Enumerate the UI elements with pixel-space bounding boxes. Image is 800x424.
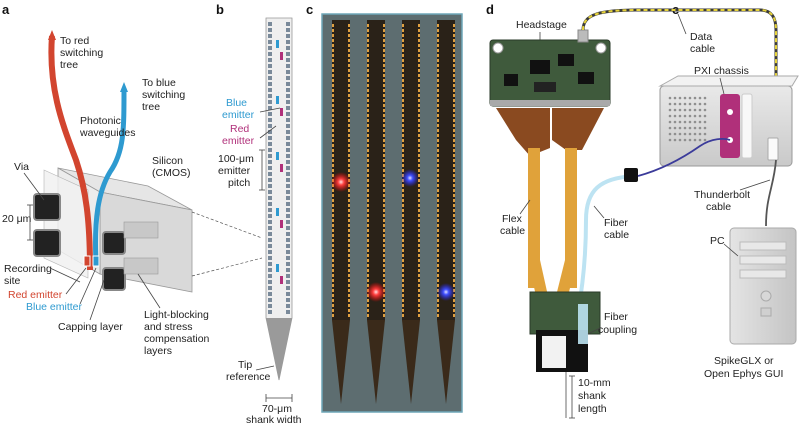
- fiber-to-pxi: [637, 138, 731, 177]
- label-fiber-1: Fiber: [604, 217, 628, 229]
- zoom-lines: [191, 211, 263, 277]
- label-software-1: SpikeGLX or: [714, 355, 774, 367]
- panel-label-b: b: [216, 2, 224, 17]
- label-pc: PC: [710, 235, 725, 247]
- label-to-blue-3: tree: [142, 101, 160, 113]
- label-light-2: and stress: [144, 321, 192, 333]
- label-to-blue-1: To blue: [142, 77, 176, 89]
- label-light-1: Light-blocking: [144, 309, 209, 321]
- red-emitter-mark: [83, 255, 91, 267]
- label-silicon-1: Silicon: [152, 155, 183, 167]
- data-cable-stripe: [582, 9, 777, 88]
- headstage-board: [489, 29, 611, 107]
- panel-label-a: a: [2, 2, 10, 17]
- label-flex-2: cable: [500, 225, 525, 237]
- label-shank-1: 10-mm: [578, 377, 611, 389]
- blue-waveguide: [93, 87, 127, 263]
- label-photonic-2: waveguides: [79, 127, 135, 139]
- label-photonic-1: Photonic: [80, 115, 121, 127]
- thunderbolt-cable: [765, 159, 777, 227]
- label-fiber-2: cable: [604, 229, 629, 241]
- blue-arrowhead: [120, 82, 128, 92]
- label-to-red-3: tree: [60, 59, 78, 71]
- label-silicon-2: (CMOS): [152, 167, 191, 179]
- label-recording-1: Recording: [4, 263, 52, 275]
- flex-cable: [496, 108, 604, 296]
- recording-site-pads: [33, 193, 159, 291]
- label-tip-1: Tip: [238, 359, 252, 371]
- micrograph-panel: [321, 13, 463, 413]
- label-headstage: Headstage: [516, 19, 567, 31]
- label-light-3: compensation: [144, 333, 210, 345]
- label-width-2: shank width: [246, 414, 302, 424]
- label-capping-layer: Capping layer: [58, 321, 123, 333]
- label-to-red-1: To red: [60, 35, 89, 47]
- pxi-chassis: [658, 75, 799, 167]
- label-via: Via: [14, 161, 29, 173]
- label-red-emitter: Red emitter: [8, 289, 63, 301]
- label-data-1: Data: [690, 31, 712, 43]
- label-flex-1: Flex: [502, 213, 523, 225]
- fiber-connector: [624, 168, 638, 182]
- label-blue-emitter: Blue emitter: [26, 301, 83, 313]
- pc-tower: [729, 227, 797, 345]
- label-width-1: 70-μm: [262, 403, 292, 415]
- fiber-cable-path: [576, 174, 635, 313]
- label-thunder-1: Thunderbolt: [694, 189, 750, 201]
- probe-base: [529, 291, 601, 418]
- label-to-red-2: switching: [60, 47, 103, 59]
- label-tip-2: reference: [226, 371, 271, 383]
- label-20um: 20 μm: [2, 213, 32, 225]
- label-data-2: cable: [690, 43, 715, 55]
- label-to-blue-2: switching: [142, 89, 185, 101]
- red-waveguide: [48, 35, 93, 271]
- label-shank-3: length: [578, 403, 607, 415]
- label-b-pitch-1: 100-μm: [218, 153, 254, 165]
- label-pxi: PXI chassis: [694, 65, 749, 77]
- label-coupling-2: coupling: [598, 324, 637, 336]
- label-b-blue-2: emitter: [222, 109, 255, 121]
- label-b-pitch-2: emitter: [218, 165, 251, 177]
- label-light-4: layers: [144, 345, 172, 357]
- panel-label-d: d: [486, 2, 494, 17]
- label-b-pitch-3: pitch: [228, 177, 250, 189]
- label-recording-2: site: [4, 275, 21, 287]
- label-b-red-1: Red: [230, 123, 249, 135]
- label-b-blue-1: Blue: [226, 97, 247, 109]
- panel-label-c: c: [306, 2, 313, 17]
- label-thunder-2: cable: [706, 201, 731, 213]
- label-coupling-1: Fiber: [604, 311, 628, 323]
- probe-shank: [265, 17, 293, 381]
- label-shank-2: shank: [578, 390, 607, 402]
- red-arrowhead: [48, 30, 56, 40]
- blue-emitter-mark: [92, 255, 100, 267]
- label-software-2: Open Ephys GUI: [704, 368, 783, 380]
- label-b-red-2: emitter: [222, 135, 255, 147]
